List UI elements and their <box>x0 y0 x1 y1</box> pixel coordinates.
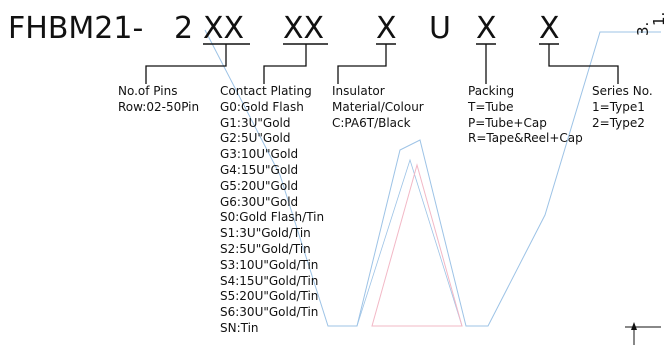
watermark-outline <box>204 29 661 327</box>
series-block: Series No. 1=Type1 2=Type2 <box>592 84 653 131</box>
plating-item: G0:Gold Flash <box>220 99 304 114</box>
insulator-subtitle: Material/Colour <box>332 99 424 114</box>
plating-item: S5:20U"Gold/Tin <box>220 289 319 304</box>
corner-text-2: 1. <box>650 11 668 26</box>
plating-item: S1:3U"Gold/Tin <box>220 226 311 241</box>
plating-item: G6:30U"Gold <box>220 194 299 209</box>
plating-block: Contact Plating G0:Gold Flash G1:3U"Gold… <box>220 84 324 337</box>
series-item: 2=Type2 <box>592 115 645 130</box>
packing-item: P=Tube+Cap <box>468 115 547 130</box>
plating-item: SN:Tin <box>220 320 259 335</box>
packing-item: R=Tape&Reel+Cap <box>468 131 583 146</box>
series-title: Series No. <box>592 84 653 98</box>
insulator-block: Insulator Material/Colour C:PA6T/Black <box>332 84 424 131</box>
plating-item: G4:15U"Gold <box>220 162 299 177</box>
code-prefix: FHBM21- <box>8 11 144 46</box>
code-insulator: X <box>376 11 397 46</box>
leader-pins <box>145 44 227 84</box>
code-pins: XX <box>283 11 325 46</box>
plating-item: S4:15U"Gold/Tin <box>220 273 319 288</box>
pins-block: No.of Pins Row:02-50Pin <box>118 84 199 116</box>
watermark-triangle <box>371 163 463 327</box>
plating-item: G2:5U"Gold <box>220 131 291 146</box>
series-item: 1=Type1 <box>592 99 645 114</box>
plating-item: G1:3U"Gold <box>220 115 291 130</box>
code-u-letter: U <box>429 11 451 46</box>
plating-item: S6:30U"Gold/Tin <box>220 305 319 320</box>
plating-item: S2:5U"Gold/Tin <box>220 241 311 256</box>
insulator-value: C:PA6T/Black <box>332 115 411 130</box>
watermark-outline-2 <box>356 158 463 327</box>
pins-title: No.of Pins <box>118 84 178 98</box>
code-series: X <box>539 11 560 46</box>
plating-item: G5:20U"Gold <box>220 178 299 193</box>
arrow-head <box>631 322 637 330</box>
packing-title: Packing <box>468 84 515 98</box>
plating-item: S3:10U"Gold/Tin <box>220 257 319 272</box>
pins-range: Row:02-50Pin <box>118 99 200 114</box>
plating-title: Contact Plating <box>220 84 312 98</box>
insulator-title: Insulator <box>332 84 385 98</box>
code-pins-digit: 2 <box>174 11 194 46</box>
leader-insulator <box>337 44 387 84</box>
plating-item: G3:10U"Gold <box>220 147 299 162</box>
leader-series <box>548 44 619 84</box>
plating-item: S0:Gold Flash/Tin <box>220 210 325 225</box>
code-plating: XX <box>203 11 245 46</box>
leader-plating <box>263 44 307 84</box>
packing-item: T=Tube <box>468 99 514 114</box>
code-packing: X <box>476 11 497 46</box>
packing-block: Packing T=Tube P=Tube+Cap R=Tape&Reel+Ca… <box>468 84 583 147</box>
